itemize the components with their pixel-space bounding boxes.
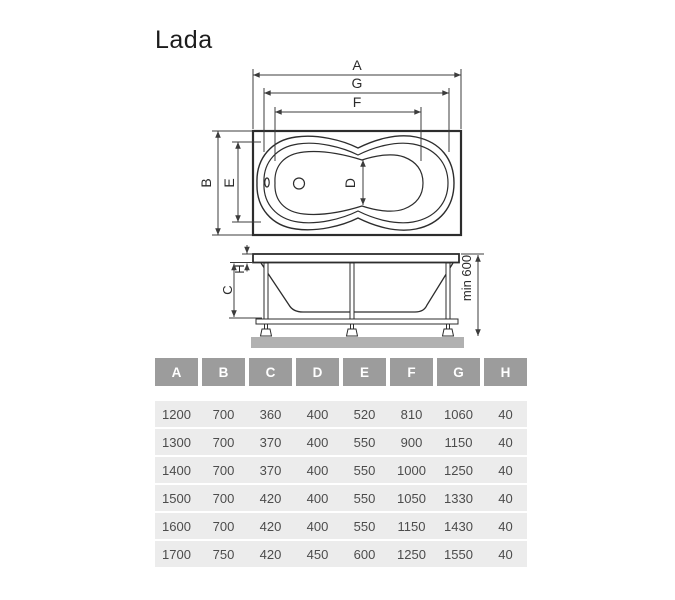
table-cell: 400 [306,490,329,506]
table-row: 1300 700 370 400 550 900 1150 40 [155,429,527,455]
table-cell: 1150 [444,434,473,450]
table-cell: 40 [498,490,513,506]
table-cell: 550 [353,518,376,534]
product-title: Lada [155,26,213,54]
table-cell: 550 [353,462,376,478]
table-cell: 400 [306,462,329,478]
table-cell: 40 [498,518,513,534]
table-cell: 400 [306,434,329,450]
adjustable-feet [259,323,455,337]
top-view [251,129,463,237]
dim-label-min600: min 600 [459,255,474,301]
frame-leg-middle [349,262,355,320]
dim-label-F: F [353,94,362,110]
table-cell: 40 [498,434,513,450]
table-cell: 1330 [444,490,473,506]
tub-rim-inner-contour [263,142,449,224]
table-cell: 550 [353,434,376,450]
table-cell: 1000 [397,462,426,478]
table-cell: 420 [259,490,282,506]
table-cell: 750 [212,546,235,562]
table-cell: 1050 [397,490,426,506]
table-row: 1600 700 420 400 550 1150 1430 40 [155,513,527,539]
table-cell: 370 [259,434,282,450]
dim-label-D: D [342,178,358,188]
table-cell: 1550 [444,546,473,562]
frame-bottom-rail [255,318,459,325]
table-cell: 420 [259,518,282,534]
top-view-dimensions [212,69,462,236]
table-cell: 40 [498,462,513,478]
table-cell: 450 [306,546,329,562]
col-header-B: B [202,358,245,386]
table-cell: 400 [306,406,329,422]
dim-label-B: B [198,178,214,187]
side-view [251,253,464,348]
side-view-dimensions [229,245,484,337]
table-cell: 900 [400,434,423,450]
col-header-E: E [343,358,386,386]
table-cell: 700 [212,434,235,450]
table-cell: 700 [212,518,235,534]
col-header-H: H [484,358,527,386]
dim-label-A: A [352,57,362,73]
table-cell: 1250 [397,546,426,562]
table-cell: 1150 [397,518,426,534]
table-cell: 1300 [162,434,191,450]
table-cell: 1700 [162,546,191,562]
table-row: 1500 700 420 400 550 1050 1330 40 [155,485,527,511]
dim-label-C: C [220,285,235,294]
table-row: 1400 700 370 400 550 1000 1250 40 [155,457,527,483]
dimensions-table: A B C D E F G H 1200 700 360 400 520 810… [155,358,527,567]
table-row: 1700 750 420 450 600 1250 1550 40 [155,541,527,567]
tub-section-profile [260,262,454,313]
table-cell: 550 [353,490,376,506]
tub-rim-section [252,253,460,264]
table-cell: 700 [212,406,235,422]
table-cell: 520 [353,406,376,422]
table-cell: 40 [498,406,513,422]
col-header-D: D [296,358,339,386]
table-cell: 420 [259,546,282,562]
dim-label-E: E [221,178,237,187]
table-cell: 360 [259,406,282,422]
tub-rim-outer-contour [256,135,455,231]
col-header-F: F [390,358,433,386]
col-header-G: G [437,358,480,386]
dim-label-H: H [232,264,247,273]
table-cell: 600 [353,546,376,562]
table-cell: 1060 [444,406,473,422]
frame-leg-right [445,262,451,320]
ground-surface [251,337,464,348]
tub-frame-outline [251,129,463,237]
col-header-C: C [249,358,292,386]
table-cell: 1500 [162,490,191,506]
table-cell: 40 [498,546,513,562]
dim-label-G: G [352,75,363,91]
table-cell: 1200 [162,406,191,422]
table-cell: 1430 [444,518,473,534]
table-cell: 810 [400,406,423,422]
frame-leg-left [263,262,269,320]
drain-hole [292,177,306,190]
table-cell: 1250 [444,462,473,478]
overflow-hole [264,177,270,188]
table-cell: 1400 [162,462,191,478]
table-cell: 400 [306,518,329,534]
col-header-A: A [155,358,198,386]
table-header-row: A B C D E F G H [155,358,527,386]
table-cell: 700 [212,490,235,506]
table-cell: 370 [259,462,282,478]
tub-basin-contour [274,150,424,216]
table-cell: 1600 [162,518,191,534]
table-cell: 700 [212,462,235,478]
table-row: 1200 700 360 400 520 810 1060 40 [155,401,527,427]
